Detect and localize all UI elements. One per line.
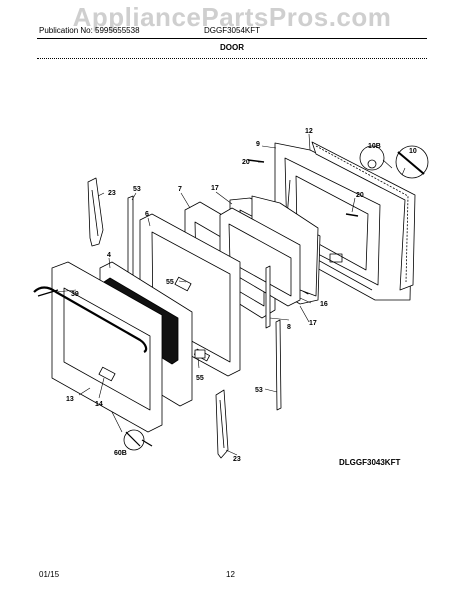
callout-10b: 10B: [368, 143, 381, 150]
callout-17-upper: 17: [211, 185, 219, 192]
callout-17-lower: 17: [309, 320, 317, 327]
callout-4: 4: [107, 252, 111, 259]
page-title: DOOR: [220, 43, 244, 52]
title-rule: [37, 58, 427, 59]
callout-14: 14: [95, 401, 103, 408]
callout-16: 16: [320, 301, 328, 308]
callout-8: 8: [287, 324, 291, 331]
part-side-trim-lower: [275, 319, 282, 411]
part-door-gasket: [311, 141, 416, 291]
callout-23-right: 23: [233, 456, 241, 463]
callout-20-lower: 20: [356, 192, 364, 199]
callout-9: 9: [256, 141, 260, 148]
part-washer-10b: [359, 145, 385, 171]
part-door-handle: [33, 286, 148, 353]
callout-20-upper: 20: [242, 159, 250, 166]
callout-6: 6: [145, 211, 149, 218]
publication-number: Publication No: 5995655538: [39, 26, 140, 35]
part-hinge-right: [215, 389, 229, 459]
leader-lines: [55, 133, 406, 456]
callout-12: 12: [305, 128, 313, 135]
part-screw-60b: [123, 429, 153, 451]
callout-53-left: 53: [133, 186, 141, 193]
callout-7: 7: [178, 186, 182, 193]
part-clip: [194, 349, 206, 359]
part-hinge-left: [87, 177, 104, 247]
callout-23-left: 23: [108, 190, 116, 197]
part-side-trim-right: [265, 265, 271, 329]
diagram-code: DLGGF3043KFT: [339, 458, 401, 467]
callout-39: 39: [71, 291, 79, 298]
callout-55-lower: 55: [196, 375, 204, 382]
model-number: DGGF3054KFT: [204, 26, 261, 35]
footer-date: 01/15: [39, 570, 60, 579]
callout-55-upper: 55: [166, 279, 174, 286]
part-screw-20: [247, 159, 359, 217]
watermark: AppliancePartsPros.com: [72, 2, 392, 32]
callout-10: 10: [409, 148, 417, 155]
header-rule: [37, 38, 427, 39]
footer-page-number: 12: [226, 570, 235, 579]
callout-60b: 60B: [114, 450, 127, 457]
callout-13: 13: [66, 396, 74, 403]
callout-53-lower: 53: [255, 387, 263, 394]
